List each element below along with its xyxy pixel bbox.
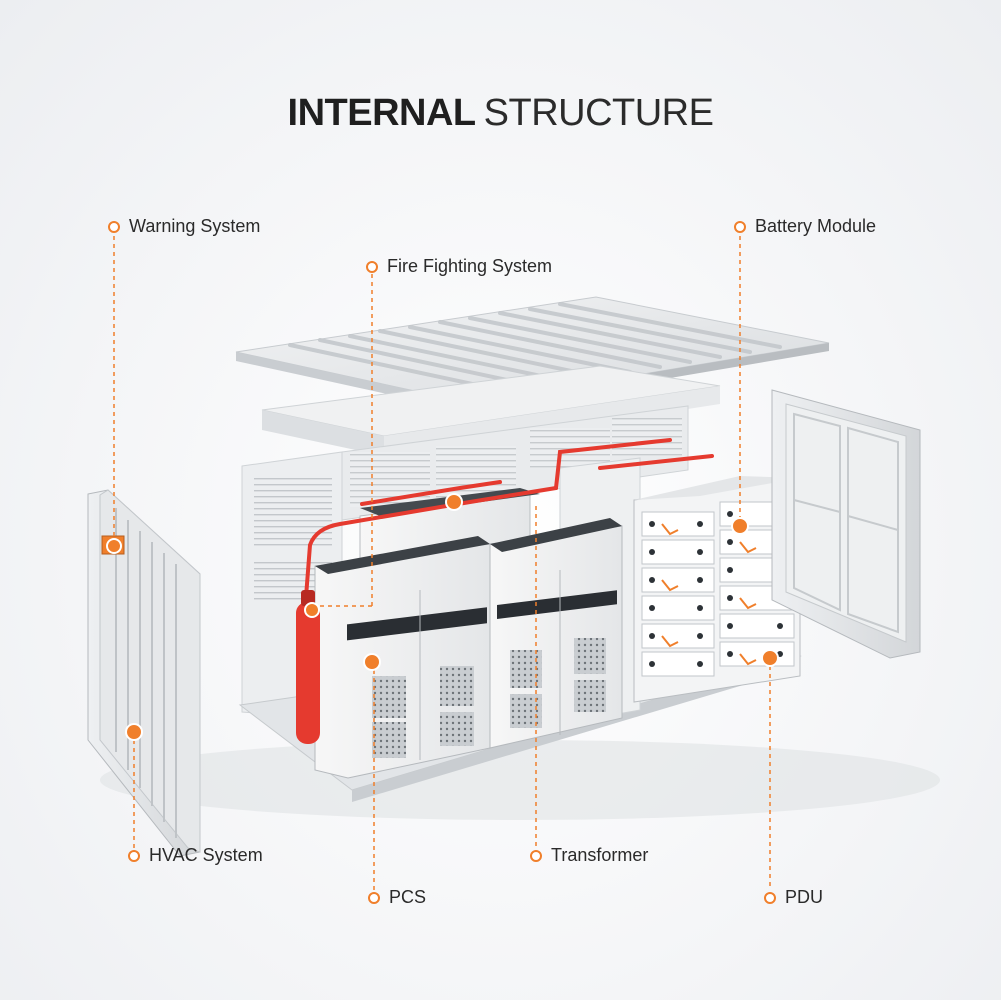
callout-label: Battery Module <box>755 216 877 236</box>
callout-battery-module: Battery Module <box>734 216 876 237</box>
callout-fire-fighting-system: Fire Fighting System <box>366 256 552 277</box>
callout-hvac-system: HVAC System <box>128 845 263 866</box>
callout-dot <box>530 849 542 862</box>
callout-label: HVAC System <box>149 845 263 865</box>
callout-dot <box>368 891 380 904</box>
left-door-hvac <box>87 489 201 857</box>
callout-transformer: Transformer <box>530 845 648 866</box>
pcs-cabinet-1 <box>314 536 491 779</box>
callout-warning-system: Warning System <box>108 216 260 237</box>
callout-pdu: PDU <box>764 887 823 908</box>
callout-label: Fire Fighting System <box>387 256 553 276</box>
highlight-markers <box>106 493 779 741</box>
callout-label: Warning System <box>129 216 261 236</box>
callout-dot <box>366 260 378 273</box>
callout-dot <box>734 220 746 233</box>
callout-dot <box>128 849 140 862</box>
title-bold: INTERNAL <box>287 92 477 134</box>
callout-dot <box>764 891 776 904</box>
pcs-cabinet-2 <box>489 518 623 749</box>
callout-label: Transformer <box>551 845 649 865</box>
callout-label: PCS <box>389 887 427 907</box>
right-door <box>771 389 921 659</box>
callout-label: PDU <box>785 887 824 907</box>
fire-extinguisher <box>296 590 320 744</box>
callout-pcs: PCS <box>368 887 426 908</box>
leader-lines <box>113 236 771 890</box>
fire-pipes <box>303 438 714 612</box>
floor-shadow <box>100 740 940 820</box>
callout-dot <box>108 220 120 233</box>
title-light: STRUCTURE <box>483 92 714 134</box>
